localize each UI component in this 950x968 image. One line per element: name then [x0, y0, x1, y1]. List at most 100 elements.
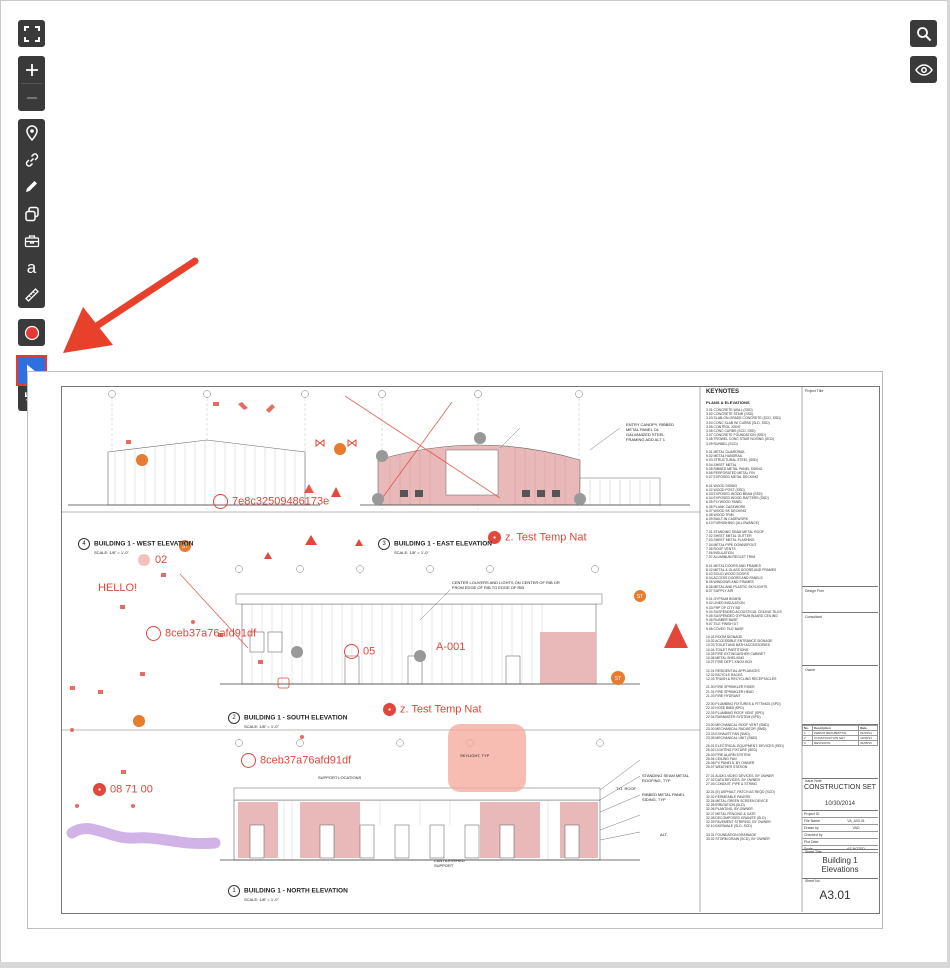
keynote-item: 9.06 RUBBER BASE: [706, 618, 738, 623]
title-block-field: Project ID: [802, 811, 878, 818]
link-annotation-2[interactable]: 8ceb37a76afd91df: [146, 626, 256, 641]
sheet-title-label: Sheet Title: [805, 850, 822, 854]
keynote-item: 3.06 CONC CURBS (SCD, SSD): [706, 429, 756, 434]
visibility-button[interactable]: [910, 56, 937, 83]
note-seam: STANDING SEAM METAL ROOFING, TYP: [642, 773, 689, 783]
keynote-item: 9.01 GYPSUM BOARD: [706, 597, 742, 602]
keynote-item: 3.03 SLAB-ON-GRADE CONCRETE (SCD, SSD): [706, 416, 781, 421]
toolbox-icon: [24, 234, 39, 247]
link-annotation-1[interactable]: 7e8c32509486173e: [213, 494, 329, 509]
keynote-item: 9.07 TILE FINISH DT: [706, 622, 739, 627]
revision-cell: 3: [801, 740, 814, 746]
note-ribbed: RIBBED METAL PANEL SIDING, TYP: [642, 792, 685, 802]
keynote-item: 26.03 FIRE ALARM SYSTEM: [706, 752, 751, 757]
record-group: [18, 319, 45, 346]
measure-tool-button[interactable]: [18, 281, 45, 308]
keynote-item: 8.03 SOLID WOOD DOORS: [706, 571, 749, 576]
keynote-item: 32.09 PAVEMENT STRIPING, BY OWNER: [706, 819, 771, 824]
keynote-item: 6.08 WOOD TRIM: [706, 513, 734, 518]
keynote-item: 23.05 MECHANICAL UNIT (SMD): [706, 735, 758, 740]
keynote-list: 3.01 CONCRETE WALL (SSD)3.02 CONCRETE ST…: [706, 408, 800, 841]
keynote-item: 8.02 METAL & GLASS DOORS AND FRAMES: [706, 567, 777, 572]
note-support: SUPPORT LOCATIONS: [318, 775, 362, 780]
keynote-item: 22.03 PLUMBING ROOF VENT (SPD): [706, 710, 764, 715]
vertical-scrollbar[interactable]: [947, 0, 950, 968]
keynote-item: 9.04 SUSPENDED ACOUSTICAL CEILING TILES: [706, 609, 782, 614]
keynote-item: 21.03 FIRE HYDRANT: [706, 693, 741, 698]
keynote-item: 32.08 DECOMPOSED GRANITE (SLD): [706, 815, 766, 820]
keynote-item: 6.01 WOOD SIDING: [706, 483, 738, 488]
sheet-no-label: Sheet No.: [805, 879, 821, 883]
keynotes-title: KEYNOTES: [706, 389, 740, 395]
number-annotation-05[interactable]: 05: [344, 644, 375, 659]
keynote-item: 21.00 FIRE SPRINKLER RISER: [706, 685, 755, 690]
temp-annotation-1[interactable]: ▪z. Test Temp Nat: [488, 531, 587, 544]
keynote-item: 9.05 SUSPENDED GYPSUM BOARD CEILING: [706, 613, 778, 618]
issue-note-label: Issue Note: [805, 779, 822, 783]
keynote-item: 10.01 ROOM SIGNAGE: [706, 634, 743, 639]
keynote-item: 22.00 PLUMBING FIXTURES & FITTINGS (SPD): [706, 702, 781, 707]
link-tool-button[interactable]: [18, 146, 45, 173]
link-icon: [146, 626, 161, 641]
note-skylight: SKYLIGHT, TYP: [460, 753, 490, 758]
keynote-item: 33.02 STORM DRAIN (SCD), BY OWNER: [706, 836, 770, 841]
keynote-item: 32.01 (E) ASPHALT, PATCH AS REQD (SCD): [706, 790, 775, 795]
keynote-item: 26.01 ELECTRICAL EQUIPMENT, DEVICES (SED…: [706, 744, 784, 749]
keynote-item: 7.03 SHEET METAL FLASHING: [706, 538, 755, 543]
keynote-item: 23.03 EXHAUST FAN (SMD): [706, 731, 750, 736]
zoom-out-button[interactable]: [18, 84, 45, 111]
keynote-item: 7.02 SHEET METAL GUTTER: [706, 534, 752, 539]
note-louvers: CENTER LOUVERS AND LIGHTS ON CENTER OF R…: [452, 580, 560, 590]
plus-icon: [25, 63, 38, 76]
pin-tool-button[interactable]: [18, 119, 45, 146]
keynote-item: 3.02 CONCRETE STAIR (SSD): [706, 412, 754, 417]
pencil-icon: [26, 181, 37, 192]
keynote-item: 32.04 METAL GREEN SCREEN DEVICE: [706, 798, 768, 803]
st-marker-1[interactable]: ST: [182, 544, 188, 550]
pencil-tool-button[interactable]: [18, 173, 45, 200]
st-marker-3[interactable]: ST: [615, 676, 621, 682]
project-title-label: Project Title: [805, 389, 824, 393]
keynote-item: 6.02 WOOD POST (SSD): [706, 487, 745, 492]
zoom-in-button[interactable]: [18, 56, 45, 83]
search-button[interactable]: [910, 20, 937, 47]
keynote-item: 12.03 TRASH & RECYCLING RECEPTACLES: [706, 677, 777, 681]
shapes-tool-button[interactable]: [18, 200, 45, 227]
record-button[interactable]: [18, 319, 45, 346]
text-annotation-a001[interactable]: A-001: [436, 641, 466, 653]
minus-icon: [26, 96, 37, 99]
keynote-item: 8.06 METAL AND PLASTIC SKYLIGHTS: [706, 584, 768, 589]
fullscreen-button[interactable]: [18, 20, 45, 47]
clipboard-icon: ▪: [383, 703, 396, 716]
map-pin-icon: [25, 124, 38, 141]
text-tool-button[interactable]: a: [18, 254, 45, 281]
number-annotation-02[interactable]: 02: [155, 554, 168, 566]
keynote-item: 3.09 RUNNEL (SCD): [706, 441, 738, 446]
keynote-item: 27.03 CONDUIT, PIPE & STRING: [706, 782, 758, 787]
consultant-label: Consultant: [805, 615, 822, 619]
eye-icon: [914, 63, 933, 76]
keynote-item: 9.02 LINED INSULATION: [706, 601, 745, 606]
temp-annotation-2[interactable]: ▪z. Test Temp Nat: [383, 703, 482, 716]
keynote-item: 7.01 STANDING SEAM METAL ROOF: [706, 529, 764, 534]
horizontal-scrollbar[interactable]: [0, 962, 950, 968]
link-icon: [25, 152, 38, 167]
keynote-item: 7.05 ROOF VENTS: [706, 546, 736, 551]
keynote-item: 10.02 ACCESSIBLE ENTRANCE SIGNAGE: [706, 639, 773, 644]
text-annotation-hello[interactable]: HELLO!: [98, 582, 138, 594]
note-cantilever: CANTILEVERED SUPPORT: [434, 858, 465, 868]
st-marker-2[interactable]: ST: [637, 594, 643, 600]
keynote-item: 10.03 TOILET AND BATH ACCESSORIES: [706, 643, 771, 648]
link-annotation-3[interactable]: 8ceb37a76afd91df: [241, 753, 351, 768]
spec-annotation[interactable]: ▪08 71 00: [93, 783, 153, 796]
text-tool-icon: a: [26, 258, 37, 277]
revision-cell: 04/08/15: [858, 740, 878, 746]
keynote-item: 6.06 PLANK CASEWORK: [706, 504, 746, 509]
owner-label: Owner: [805, 668, 816, 672]
toolbox-tool-button[interactable]: [18, 227, 45, 254]
